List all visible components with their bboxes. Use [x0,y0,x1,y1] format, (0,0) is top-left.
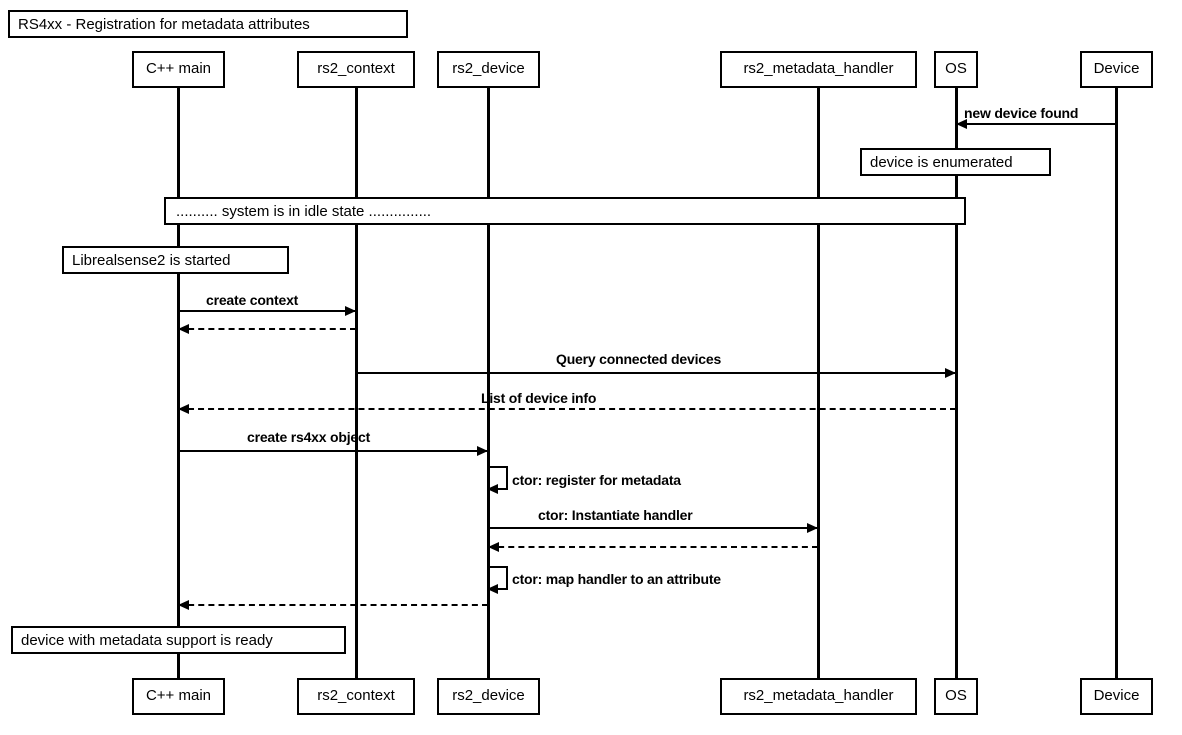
participant-label: Device [1093,60,1140,78]
participant-head-rs2_metadata_handler[interactable]: rs2_metadata_handler [720,51,917,88]
lifeline-cpp_main [177,88,180,678]
message-arrowhead-m8 [488,542,499,552]
message-arrowhead-m1 [956,119,967,129]
message-line-m9 [178,604,488,606]
message-line-m5 [178,408,956,410]
lifeline-rs2_metadata_handler [817,88,820,678]
participant-foot-device[interactable]: Device [1080,678,1153,715]
message-line-m8 [488,546,818,548]
self-call-arrowhead-s1 [487,484,498,494]
message-line-m6 [178,450,488,452]
self-call-s1 [488,466,508,490]
participant-label: C++ main [145,60,212,78]
participant-foot-cpp_main[interactable]: C++ main [132,678,225,715]
participant-foot-rs2_metadata_handler[interactable]: rs2_metadata_handler [720,678,917,715]
message-label-m5: List of device info [481,390,597,406]
participant-label: C++ main [145,687,212,705]
message-line-m7 [488,527,818,529]
message-line-m3 [178,328,356,330]
self-call-label-s2: ctor: map handler to an attribute [512,571,721,587]
participant-foot-rs2_device[interactable]: rs2_device [437,678,540,715]
message-arrowhead-m4 [945,368,956,378]
message-label-m2: create context [206,292,299,308]
note-n2: Librealsense2 is started [62,246,289,274]
lifeline-os [955,88,958,678]
lifeline-rs2_device [487,88,490,678]
note-label: device is enumerated [870,153,1013,171]
idle-state-banner: .......... system is in idle state .....… [164,197,966,225]
message-label-m1: new device found [964,105,1079,121]
self-call-s2 [488,566,508,590]
diagram-title-box: RS4xx - Registration for metadata attrib… [8,10,408,38]
participant-head-rs2_device[interactable]: rs2_device [437,51,540,88]
participant-head-os[interactable]: OS [934,51,978,88]
message-arrowhead-m7 [807,523,818,533]
message-arrowhead-m2 [345,306,356,316]
participant-label: OS [945,60,967,78]
idle-state-banner-label: .......... system is in idle state .....… [176,202,432,220]
message-arrowhead-m3 [178,324,189,334]
message-label-m4: Query connected devices [556,351,722,367]
diagram-title: RS4xx - Registration for metadata attrib… [18,15,310,33]
note-n1: device is enumerated [860,148,1051,176]
message-line-m1 [956,123,1116,125]
message-line-m2 [178,310,356,312]
participant-head-device[interactable]: Device [1080,51,1153,88]
participant-label: rs2_device [452,687,525,705]
lifeline-device [1115,88,1118,678]
self-call-label-s1: ctor: register for metadata [512,472,681,488]
message-arrowhead-m5 [178,404,189,414]
message-line-m4 [356,372,956,374]
note-label: device with metadata support is ready [21,631,273,649]
note-n3: device with metadata support is ready [11,626,346,654]
lifeline-rs2_context [355,88,358,678]
participant-label: rs2_metadata_handler [743,60,894,78]
participant-foot-rs2_context[interactable]: rs2_context [297,678,415,715]
participant-label: Device [1093,687,1140,705]
message-label-m7: ctor: Instantiate handler [538,507,693,523]
participant-head-cpp_main[interactable]: C++ main [132,51,225,88]
note-label: Librealsense2 is started [72,251,231,269]
participant-foot-os[interactable]: OS [934,678,978,715]
participant-label: rs2_context [317,60,395,78]
participant-head-rs2_context[interactable]: rs2_context [297,51,415,88]
self-call-arrowhead-s2 [487,584,498,594]
participant-label: rs2_metadata_handler [743,687,894,705]
participant-label: rs2_context [317,687,395,705]
message-arrowhead-m9 [178,600,189,610]
participant-label: rs2_device [452,60,525,78]
message-label-m6: create rs4xx object [247,429,371,445]
participant-label: OS [945,687,967,705]
message-arrowhead-m6 [477,446,488,456]
